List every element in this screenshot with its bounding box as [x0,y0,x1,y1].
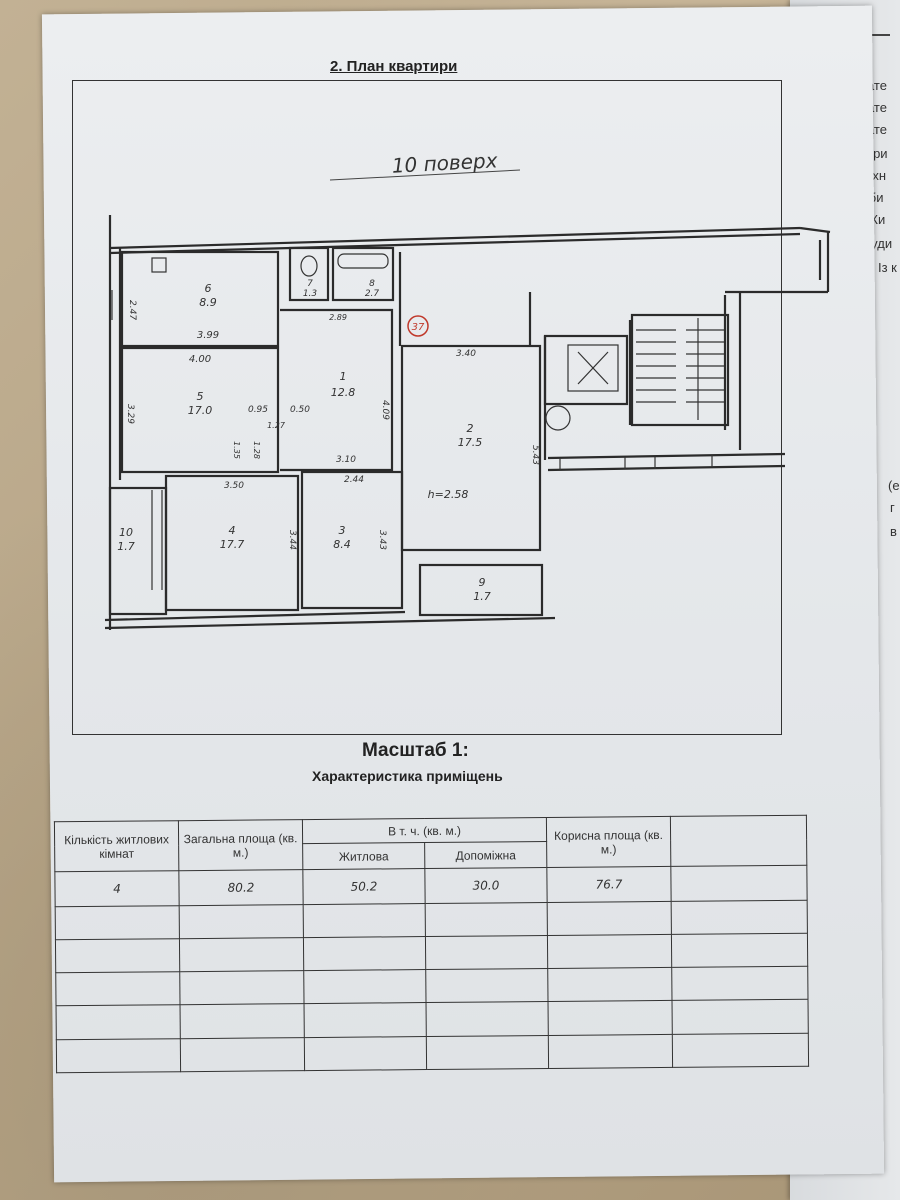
table-cell-empty [672,999,809,1035]
table-cell-empty [547,967,673,1002]
table-cell-empty [672,1032,809,1068]
dimension-label: 4.09 [380,400,390,420]
characteristics-table: Кількість житлових кімнат Загальна площа… [54,815,809,1074]
table-cell-empty [179,904,304,939]
table-cell-empty [671,966,808,1001]
room-7-number: 7 [307,279,313,289]
room-8-area: 2.7 [365,289,380,299]
dimension-label: 3.44 [287,530,297,550]
dimension-label: 4.00 [189,354,211,365]
table-cell-empty [425,968,549,1003]
header-including: В т. ч. (кв. м.) [302,817,547,844]
table-cell-empty [304,1036,427,1071]
dimension-label: 1.27 [267,421,286,430]
table-cell-empty [56,1005,181,1040]
side-text-9: Із к [878,260,897,275]
dimension-label: 2.44 [344,475,364,485]
header-useful-area: Корисна площа (кв. м.) [546,816,671,868]
room-9-area: 1.7 [473,590,491,603]
header-living: Житлова [302,842,425,871]
side-text-11: г [890,500,895,515]
table-cell-empty [547,901,672,936]
room-2-number: 2 [467,422,474,435]
header-empty [670,815,807,867]
room-6-number: 6 [205,282,212,295]
table-cell-empty [425,902,548,937]
scale-label: Масштаб 1: [362,740,469,761]
table-cell-empty [548,1034,673,1069]
table-cell-empty [56,1038,181,1073]
dimension-label: 3.29 [125,404,135,424]
room-5-number: 5 [197,390,204,403]
dimension-label: 0.50 [290,405,310,415]
room-3-number: 3 [339,524,346,537]
room-10-area: 1.7 [117,540,135,553]
table-cell-empty [303,936,426,971]
value-useful-area: 76.7 [546,866,672,903]
table-cell-empty [180,1037,305,1072]
table-cell-empty [671,899,808,935]
page-heading: 2. План квартири [330,58,458,75]
room-5-area: 17.0 [188,404,213,417]
table-cell-empty [547,934,672,969]
table-cell-empty [426,1035,549,1070]
table-cell-empty [303,969,427,1005]
floor-plan-frame [72,80,782,735]
value-auxiliary: 30.0 [424,867,548,904]
dimension-label: 1.28 [252,441,261,459]
value-total-area: 80.2 [178,870,304,906]
dimension-label: 3.99 [197,330,219,341]
room-2-area: 17.5 [458,436,483,449]
table-cell-empty [671,933,808,968]
header-auxiliary: Допоміжна [424,841,547,869]
dimension-label: 2.89 [329,313,347,322]
room-1-number: 1 [340,370,347,383]
table-cell-empty [179,970,305,1006]
room-7-area: 1.3 [303,289,318,299]
table-cell-empty [179,937,304,972]
table-cell-empty [55,938,180,973]
dimension-label: 5.43 [530,445,540,465]
dimension-label: 3.10 [336,455,356,465]
table-cell-empty [425,935,548,970]
table-cell-empty [55,905,180,940]
room-4-area: 17.7 [220,538,245,551]
dimension-label: 3.50 [224,481,244,491]
header-total-area: Загальна площа (кв. м.) [178,819,303,872]
dimension-label: 0.95 [248,405,268,415]
dimension-label: 3.43 [377,530,387,550]
header-rooms-count: Кількість житлових кімнат [54,820,179,873]
table-cell-empty [426,1001,549,1037]
value-living: 50.2 [302,868,426,905]
apartment-marker: 37 [412,322,425,333]
dimension-label: 3.40 [456,349,476,359]
room-1-area: 12.8 [331,386,356,399]
table-cell-empty [180,1004,305,1039]
table-cell-empty [548,1000,673,1036]
room-3-area: 8.4 [333,538,351,551]
characteristics-title: Характеристика приміщень [312,768,503,784]
side-text-12: в [890,524,897,539]
ceiling-height: h=2.58 [428,488,469,501]
value-rooms-count: 4 [54,871,180,907]
floor-note: 10 поверх [391,148,498,178]
table-cell-empty [304,1002,427,1038]
side-text-10: (е [888,478,900,493]
room-6-area: 8.9 [199,296,217,309]
room-4-number: 4 [229,524,236,537]
room-8-number: 8 [369,279,375,289]
table-cell-empty [303,903,426,938]
dimension-label: 2.47 [127,300,137,320]
table-cell-empty [55,971,181,1007]
floor-plan-drawing: 10 поверх 37 6 8.9 5 17.0 1 12.8 2 17.5 … [104,148,831,630]
room-9-number: 9 [479,576,486,589]
dimension-label: 1.35 [232,441,241,459]
table-cell-empty [670,865,808,902]
room-10-number: 10 [119,526,133,539]
